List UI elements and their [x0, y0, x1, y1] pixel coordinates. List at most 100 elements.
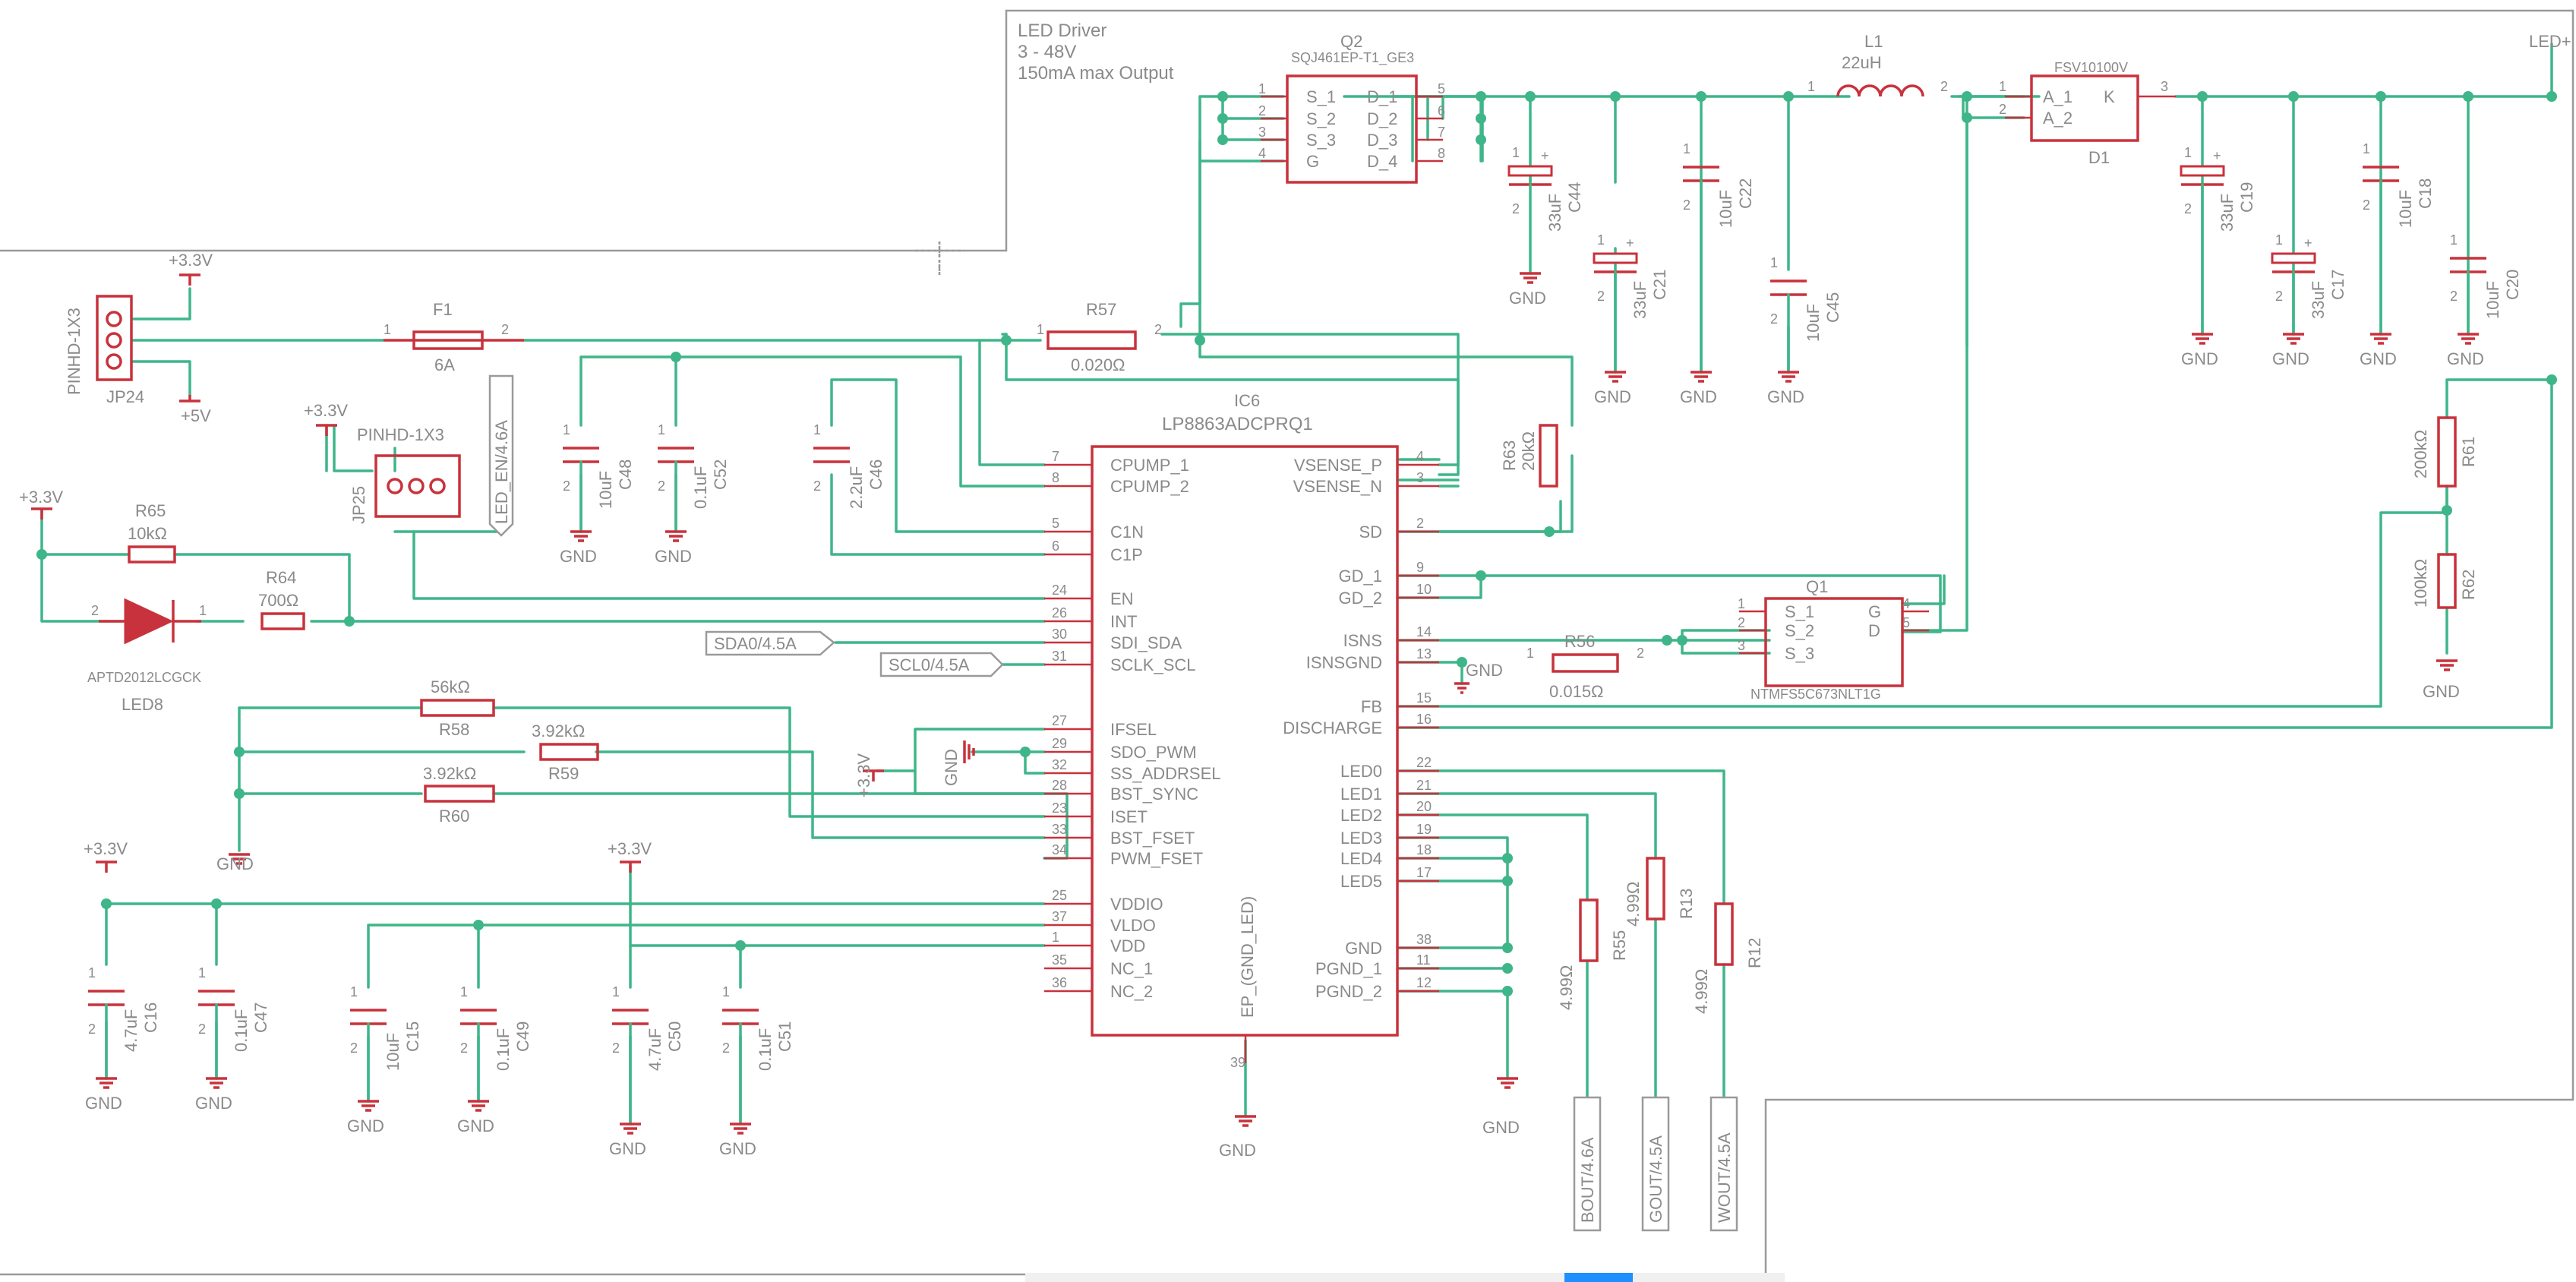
gnd-c51: GND: [719, 1139, 756, 1158]
q2-pin-name: D_1: [1367, 87, 1397, 106]
jp25-header[interactable]: PINHD-1X3 JP25 +3.3V: [304, 401, 461, 524]
r13-resistor[interactable]: 4.99Ω R13: [1624, 857, 1696, 927]
d1-pin2: 2: [1999, 102, 2006, 117]
r63-name: R63: [1500, 440, 1519, 471]
r64-resistor[interactable]: R64 700Ω: [258, 568, 305, 630]
ic6-pin-number: 19: [1416, 822, 1432, 837]
d1-a2: A_2: [2043, 109, 2072, 128]
led8-name: LED8: [122, 695, 163, 714]
r12-name: R12: [1745, 938, 1764, 968]
q2-pin-name: S_1: [1306, 87, 1336, 106]
r59-resistor[interactable]: 3.92kΩ R59: [532, 722, 599, 783]
gnd-c50: GND: [609, 1139, 646, 1158]
c50-pin1: 1: [612, 984, 620, 999]
net-label-bout[interactable]: BOUT/4.6A: [1573, 1096, 1602, 1232]
q2-pin-name: D_3: [1367, 131, 1397, 150]
f1-fuse[interactable]: F1 6A 1 2: [384, 300, 524, 374]
d1-diode[interactable]: D1 FSV10100V A_1 A_2 K 1 2 3: [1999, 60, 2176, 167]
c20-value: 10uF: [2483, 281, 2502, 319]
r65-name: R65: [135, 501, 166, 520]
c47-value: 0.1uF: [232, 1009, 251, 1052]
v33-r65: +3.3V: [19, 488, 63, 507]
c17-pin1: 1: [2275, 232, 2283, 248]
r65-value: 10kΩ: [128, 524, 167, 543]
q2-pin-number: 2: [1258, 103, 1266, 118]
ic6-pin-name: PGND_1: [1315, 959, 1382, 978]
ic6-pin-number: 8: [1052, 470, 1059, 485]
ic6-pin-number: 3: [1416, 470, 1424, 485]
title-line-2: 3 - 48V: [1018, 42, 1076, 62]
ic6-pin-number: 35: [1052, 952, 1067, 968]
r62-resistor[interactable]: 100kΩ R62: [2411, 553, 2478, 609]
wires[interactable]: [40, 43, 2553, 1126]
c47-pin2: 2: [198, 1021, 206, 1037]
q2-pin-number: 4: [1258, 146, 1266, 161]
jp24-header[interactable]: PINHD-1X3 JP24 +3.3V +5V: [65, 251, 213, 425]
c49-value: 0.1uF: [494, 1028, 513, 1071]
net-label-wout-text: WOUT/4.5A: [1715, 1132, 1734, 1223]
r63-resistor[interactable]: R63 20kΩ: [1500, 424, 1558, 488]
r65-resistor[interactable]: R65 10kΩ: [128, 501, 176, 564]
horizontal-scrollbar[interactable]: [1025, 1273, 1785, 1282]
l1-inductor[interactable]: L1 22uH 1 2: [1807, 32, 1948, 97]
r60-resistor[interactable]: 3.92kΩ R60: [423, 764, 495, 826]
net-label-sda[interactable]: SDA0/4.5A: [705, 630, 835, 656]
r62-value: 100kΩ: [2411, 559, 2430, 608]
c20-pin2: 2: [2450, 289, 2458, 304]
net-label-wout[interactable]: WOUT/4.5A: [1709, 1096, 1738, 1232]
ic6-pin-name: DISCHARGE: [1283, 718, 1382, 737]
c46-pin2: 2: [813, 478, 821, 494]
c51-name: C51: [775, 1021, 794, 1052]
r56-resistor[interactable]: R56 0.015Ω 1 2: [1526, 632, 1644, 701]
gnd-c45: GND: [1767, 387, 1804, 406]
c48-pin2: 2: [563, 478, 570, 494]
scrollbar-thumb[interactable]: [1564, 1273, 1633, 1282]
r57-pin1: 1: [1037, 322, 1044, 337]
r12-resistor[interactable]: 4.99Ω R12: [1692, 902, 1764, 1014]
c46-name: C46: [867, 459, 886, 490]
r55-resistor[interactable]: 4.99Ω R55: [1557, 898, 1629, 1010]
net-label-led-en[interactable]: LED_EN/4.6A: [488, 374, 514, 537]
gnd-iset: GND: [216, 854, 254, 873]
ic6-pin-number: 11: [1416, 952, 1431, 968]
ic6-pin-number: 28: [1052, 778, 1067, 793]
net-label-scl[interactable]: SCL0/4.5A: [879, 652, 1004, 677]
r58-resistor[interactable]: 56kΩ R58: [420, 677, 495, 739]
ic6-pin-name: EN: [1110, 589, 1134, 608]
net-label-gout[interactable]: GOUT/4.5A: [1641, 1096, 1670, 1232]
r57-resistor[interactable]: R57 0.020Ω 1 2: [1037, 300, 1162, 374]
ic6-pin-name: PGND_2: [1315, 982, 1382, 1001]
c48-name: C48: [616, 459, 635, 490]
ic6-pin-name: LED1: [1340, 785, 1382, 804]
ic6-pin-name: LED0: [1340, 762, 1382, 781]
ic6-right-pins[interactable]: 4VSENSE_P3VSENSE_N2SD9GD_110GD_214ISNS13…: [1283, 449, 1439, 1001]
ic6-pin-number: 17: [1416, 865, 1432, 880]
r61-resistor[interactable]: 200kΩ R61: [2411, 416, 2478, 488]
q2-name: Q2: [1340, 32, 1362, 51]
gnd-c21: GND: [1594, 387, 1631, 406]
led8-diode[interactable]: 2 1 APTD2012LCGCK LED8: [87, 598, 207, 714]
